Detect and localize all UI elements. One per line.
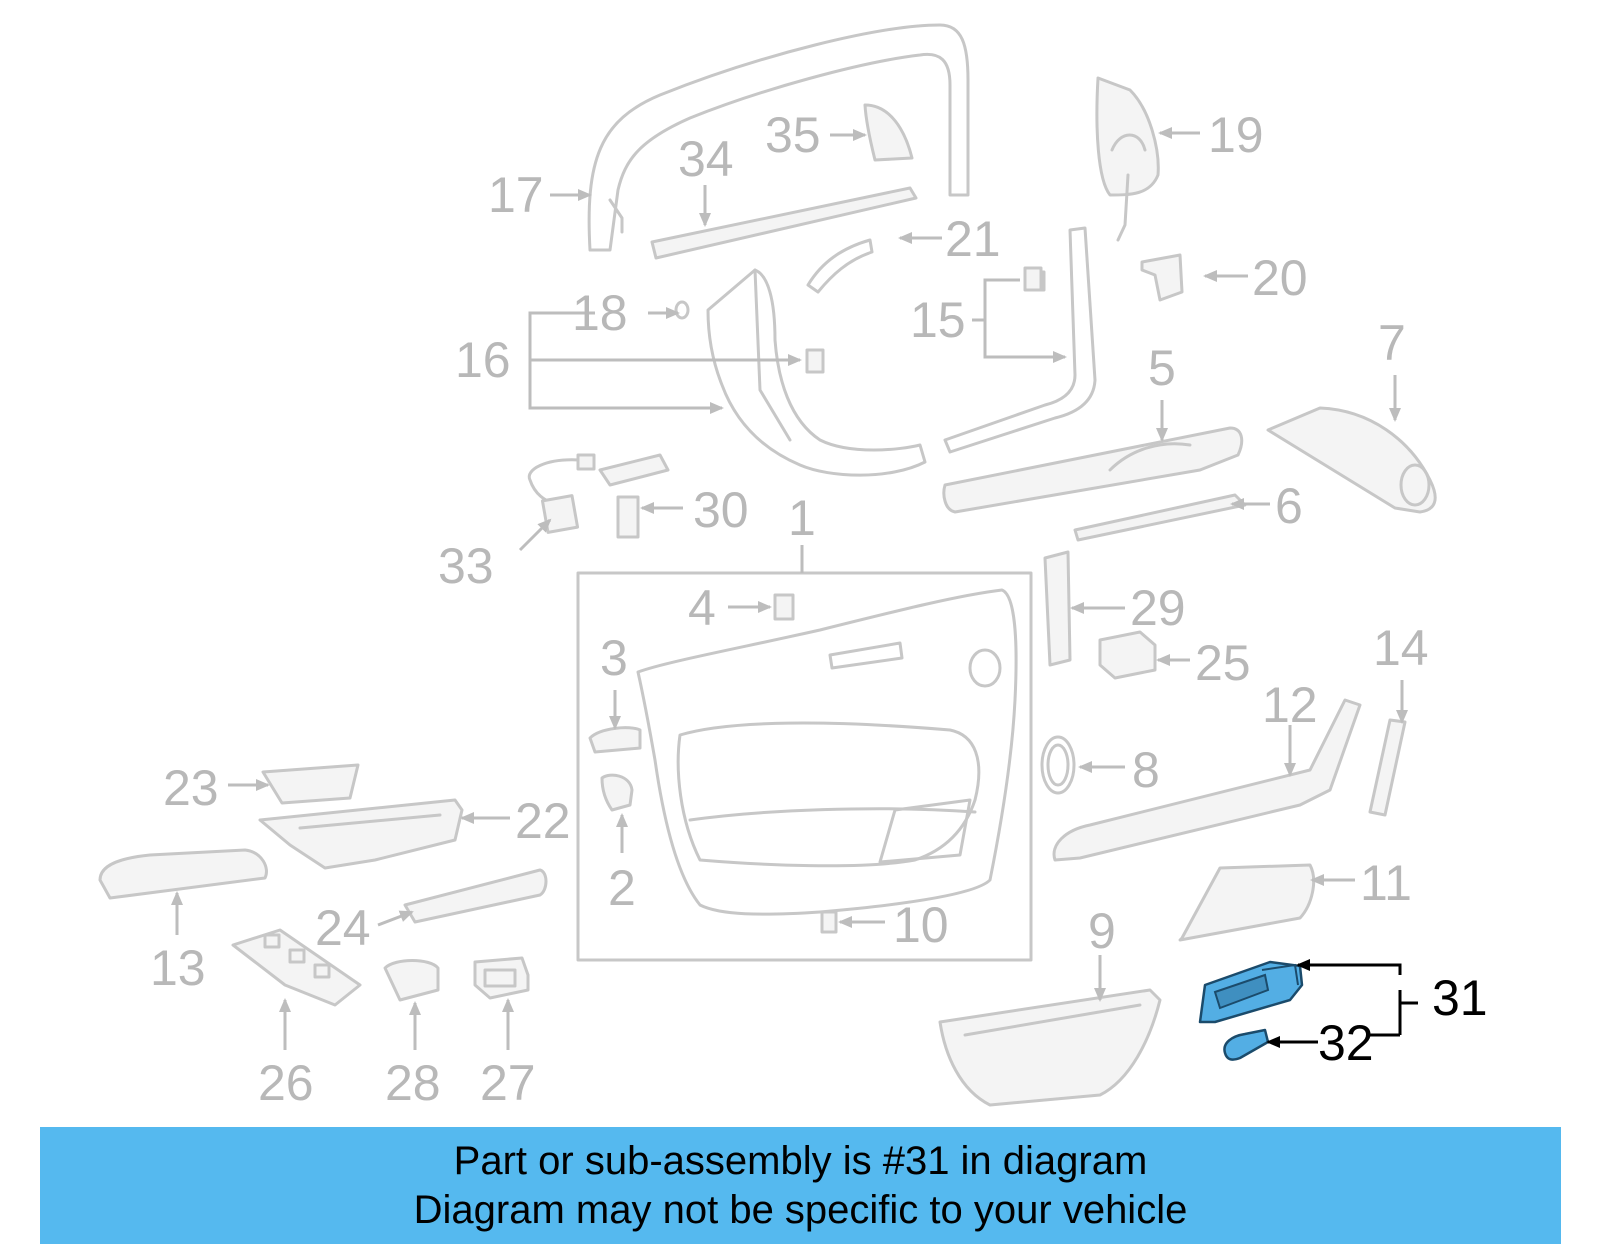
callout-2: 2 <box>608 860 636 916</box>
parts-diagram: 17 35 34 21 19 20 18 16 15 5 7 6 30 33 1… <box>98 23 1488 1111</box>
callout-18: 18 <box>572 285 628 341</box>
part-7-speaker-bracket <box>1266 406 1437 514</box>
callout-8: 8 <box>1132 742 1160 798</box>
leader-lines-highlighted <box>1266 959 1418 1048</box>
part-18-grommet <box>674 300 690 320</box>
part-8-speaker-grille <box>1040 735 1076 795</box>
banner-line-2: Diagram may not be specific to your vehi… <box>413 1187 1188 1232</box>
part-29-trim <box>1043 550 1072 667</box>
part-16-clip <box>805 348 825 374</box>
part-31-courtesy-lamp[interactable] <box>1198 960 1304 1024</box>
part-12-armrest <box>1052 698 1362 862</box>
callout-28: 28 <box>385 1055 441 1111</box>
part-6-strip <box>1073 493 1247 542</box>
part-4-clip <box>773 593 795 621</box>
part-35-mirror-cover <box>863 103 914 162</box>
part-32-bulb[interactable] <box>1223 1028 1270 1061</box>
part-2-bezel <box>600 773 634 812</box>
callout-33: 33 <box>438 538 494 594</box>
part-15-clip <box>1023 266 1043 292</box>
part-20-clip <box>1140 253 1184 302</box>
callout-26: 26 <box>258 1055 314 1111</box>
callout-15: 15 <box>910 292 966 348</box>
callout-19: 19 <box>1208 107 1264 163</box>
part-25-switch <box>1098 630 1157 680</box>
callout-16: 16 <box>455 332 511 388</box>
callout-21: 21 <box>945 211 1001 267</box>
part-9-pocket <box>938 988 1162 1107</box>
part-16-inner-frame <box>706 268 927 477</box>
callout-9: 9 <box>1088 903 1116 959</box>
callout-1: 1 <box>788 490 816 546</box>
part-28-switch <box>383 959 440 1002</box>
callout-32: 32 <box>1318 1015 1374 1071</box>
part-22-switch-panel <box>258 798 464 870</box>
callout-5: 5 <box>1148 340 1176 396</box>
callout-14: 14 <box>1373 620 1429 676</box>
part-17-door-frame <box>587 23 970 252</box>
part-34-belt-molding <box>650 186 918 260</box>
callout-25: 25 <box>1195 635 1251 691</box>
callout-31: 31 <box>1432 970 1488 1026</box>
part-24-trim <box>403 868 548 924</box>
info-banner: Part or sub-assembly is #31 in diagram D… <box>40 1127 1561 1244</box>
callout-20: 20 <box>1252 250 1308 306</box>
part-14-strip <box>1368 718 1407 817</box>
callout-22: 22 <box>515 793 571 849</box>
callout-4: 4 <box>688 580 716 636</box>
callout-13: 13 <box>150 940 206 996</box>
callout-11: 11 <box>1360 855 1412 911</box>
banner-line-1: Part or sub-assembly is #31 in diagram <box>453 1138 1148 1183</box>
callout-23: 23 <box>163 760 219 816</box>
callout-29: 29 <box>1130 580 1186 636</box>
callout-24: 24 <box>315 900 371 956</box>
callout-12: 12 <box>1262 677 1318 733</box>
callout-27: 27 <box>480 1055 536 1111</box>
leader-lines <box>171 127 1408 1050</box>
part-21-seal <box>806 238 874 294</box>
callout-7: 7 <box>1378 315 1406 371</box>
part-33-harness <box>527 453 596 534</box>
callout-34: 34 <box>678 131 734 187</box>
part-5-trim-upper <box>942 426 1244 514</box>
callout-numbers: 17 35 34 21 19 20 18 16 15 5 7 6 30 33 1… <box>150 107 1488 1111</box>
callout-10: 10 <box>893 897 949 953</box>
part-1-door-panel-box <box>576 571 1033 962</box>
part-23-trim <box>261 763 360 805</box>
callout-30: 30 <box>693 482 749 538</box>
part-26-switch-assembly <box>231 928 362 1007</box>
part-13-armrest-cover <box>98 848 268 900</box>
callout-35: 35 <box>765 107 821 163</box>
part-30-lamp <box>598 453 670 539</box>
part-19-latch <box>1095 76 1160 242</box>
callout-17: 17 <box>488 167 544 223</box>
callout-6: 6 <box>1275 478 1303 534</box>
part-11-panel <box>1178 863 1316 942</box>
part-10-clip <box>820 910 838 934</box>
callout-3: 3 <box>600 630 628 686</box>
part-3-switch <box>588 726 642 754</box>
part-27-switch <box>473 956 530 1000</box>
